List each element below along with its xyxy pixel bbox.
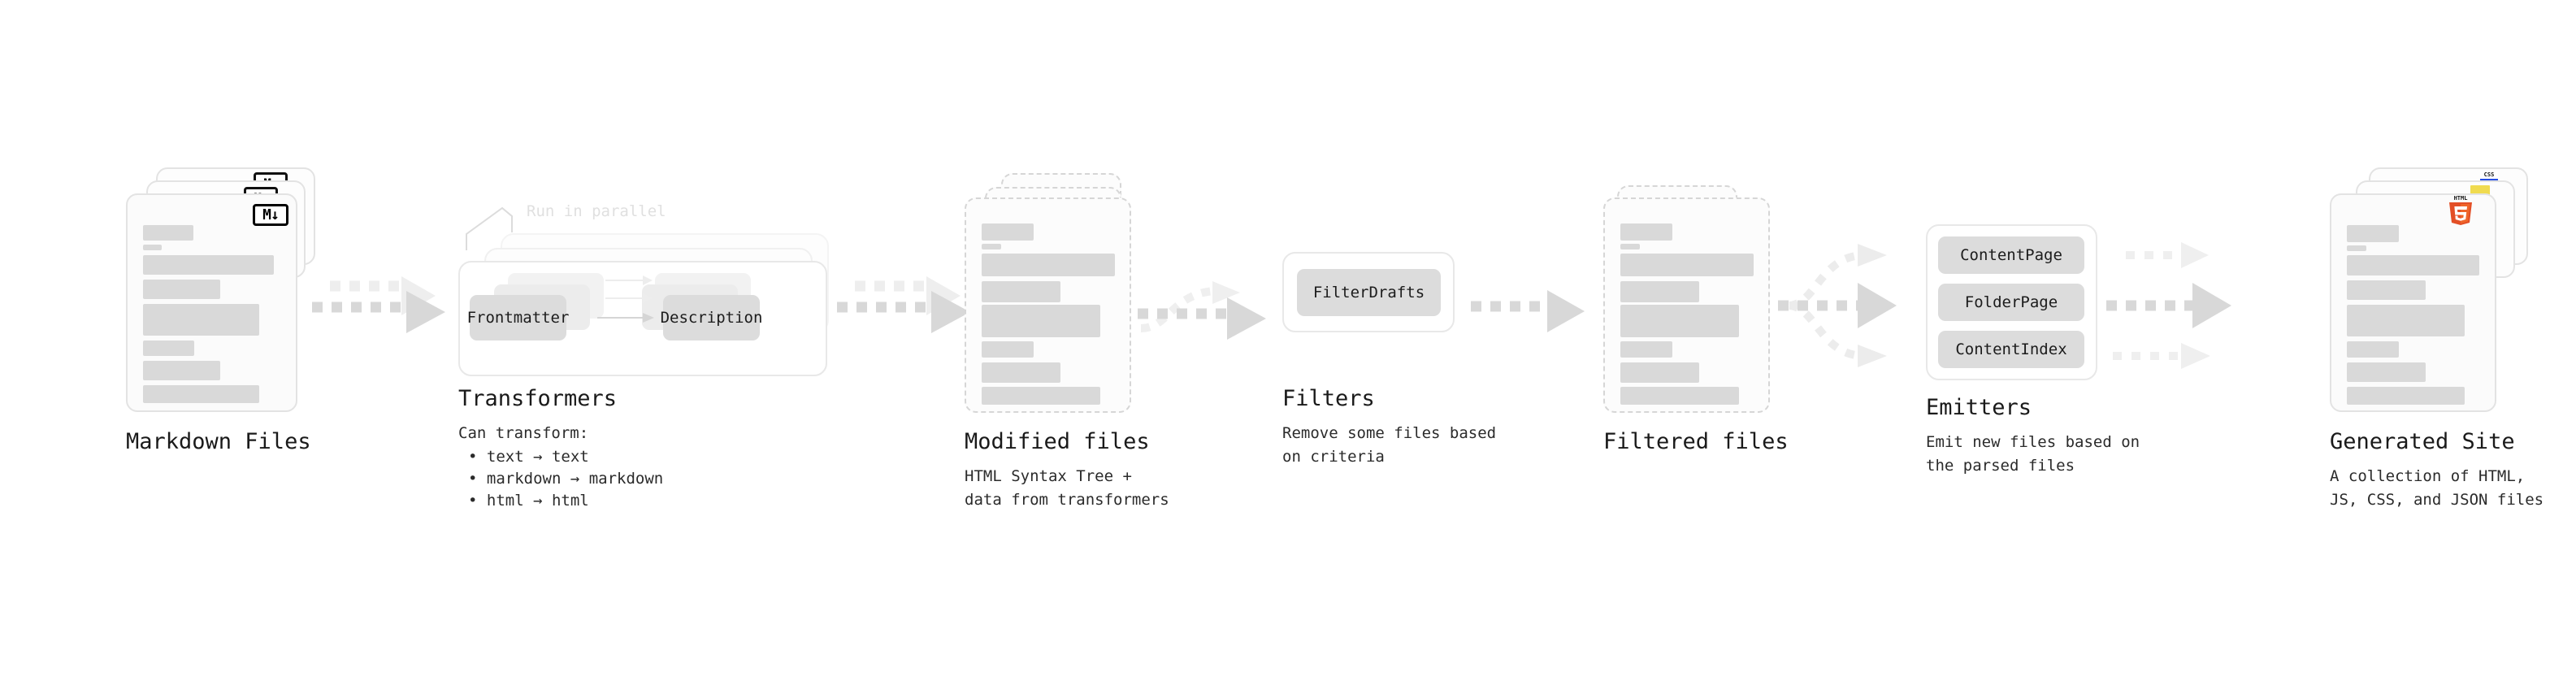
- transformers-bullet-1: • markdown → markdown: [468, 470, 664, 488]
- transformers-bullet-0: • text → text: [468, 448, 589, 466]
- run-in-parallel-label: Run in parallel: [527, 202, 666, 220]
- html5-icon: HTML: [2446, 193, 2475, 226]
- run-in-parallel-bracket: [465, 203, 538, 252]
- filter-node-filterdrafts[interactable]: FilterDrafts: [1297, 269, 1441, 316]
- transformer-node-description[interactable]: Description: [661, 295, 762, 340]
- arrow-emitters-to-site: [2105, 234, 2267, 380]
- svg-text:HTML: HTML: [2454, 195, 2468, 202]
- emitters-subtitle: Emit new files based on the parsed files: [1926, 433, 2140, 475]
- arrow-filters-to-filtered: [1468, 288, 1606, 337]
- stage-title-transformers: Transformers: [458, 386, 618, 411]
- modified-files-subtitle: HTML Syntax Tree + data from transformer…: [965, 467, 1169, 509]
- arrow-modified-to-filters: [1136, 275, 1299, 364]
- filters-subtitle: Remove some files based on criteria: [1282, 424, 1497, 466]
- generated-site-subtitle: A collection of HTML, JS, CSS, and JSON …: [2330, 467, 2544, 509]
- transformers-bullet-2: • html → html: [468, 492, 589, 510]
- stage-title-markdown-files: Markdown Files: [126, 429, 311, 454]
- arrow-transformers-to-modified: [830, 276, 985, 341]
- stage-title-filtered-files: Filtered files: [1603, 429, 1789, 454]
- stage-title-filters: Filters: [1282, 386, 1375, 411]
- emitter-node-folderpage[interactable]: FolderPage: [1938, 284, 2084, 321]
- arrow-filtered-to-emitters: [1776, 232, 1931, 379]
- transformer-node-frontmatter[interactable]: Frontmatter: [467, 295, 569, 340]
- stage-title-generated-site: Generated Site: [2330, 429, 2515, 454]
- transformers-subtitle: Can transform:: [458, 424, 589, 442]
- markdown-icon: M↓: [253, 204, 288, 226]
- stage-title-modified-files: Modified files: [965, 429, 1150, 454]
- arrow-markdown-to-transformers: [306, 276, 460, 341]
- transformer-connector-arrows: [597, 271, 695, 360]
- emitter-node-contentpage[interactable]: ContentPage: [1938, 236, 2084, 274]
- css-icon: CSS: [2480, 171, 2498, 181]
- emitter-node-contentindex[interactable]: ContentIndex: [1938, 331, 2084, 368]
- stage-title-emitters: Emitters: [1926, 395, 2032, 420]
